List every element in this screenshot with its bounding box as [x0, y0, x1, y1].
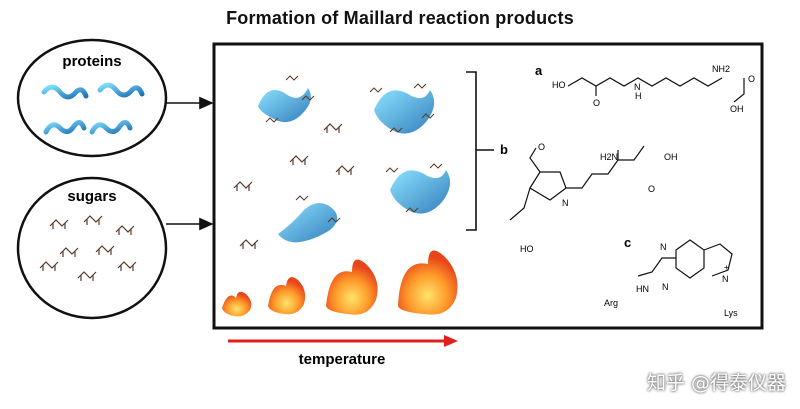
page-title: Formation of Maillard reaction products	[226, 8, 574, 28]
structure-c	[637, 239, 733, 279]
structure-b-letter: b	[500, 142, 508, 157]
atom: O	[538, 142, 545, 152]
flame-large	[326, 259, 378, 315]
structure-a	[567, 77, 745, 103]
structure-c-letter: c	[624, 235, 631, 250]
flame-medium	[268, 277, 306, 315]
flame-small	[222, 291, 252, 317]
atom: NH2	[712, 64, 730, 74]
structure-b-atoms: O H2N OH O N HO	[520, 142, 678, 254]
products-bracket	[466, 71, 494, 231]
atom: N	[660, 242, 667, 252]
free-sugars	[233, 123, 355, 249]
structure-a-letter: a	[535, 63, 543, 78]
structure-c-atoms: N N N + Arg HN Lys	[604, 242, 738, 318]
reaction-box	[212, 42, 764, 330]
atom: N	[662, 282, 669, 292]
atom: O	[593, 98, 600, 108]
proteins-label: proteins	[62, 53, 121, 70]
atom: Arg	[604, 298, 618, 308]
atom: OH	[664, 152, 678, 162]
flame-xlarge	[398, 250, 458, 315]
atom: Lys	[724, 308, 738, 318]
atom: OH	[730, 104, 744, 114]
atom: N	[722, 274, 729, 284]
watermark: 知乎 @得泰仪器	[646, 372, 786, 394]
protein-icons-left	[41, 82, 145, 135]
atom: O	[748, 74, 755, 84]
atom: HN	[636, 284, 649, 294]
atom: N	[634, 82, 641, 92]
atom: N	[562, 198, 569, 208]
structure-b	[509, 145, 645, 221]
atom: H	[635, 91, 642, 101]
temperature-label: temperature	[299, 351, 386, 368]
atom: H2N	[600, 152, 618, 162]
atom: O	[648, 184, 655, 194]
sugar-icons-left	[39, 215, 137, 281]
atom: HO	[520, 244, 534, 254]
sugars-label: sugars	[67, 188, 116, 205]
temperature-arrowhead	[444, 335, 458, 347]
atom: +	[724, 263, 729, 272]
atom: HO	[552, 80, 566, 90]
protein-complexes	[258, 75, 451, 243]
structure-a-atoms: HO O N H NH2 O OH	[552, 64, 755, 114]
flame-icons	[222, 250, 458, 317]
sugars-circle	[16, 176, 168, 320]
